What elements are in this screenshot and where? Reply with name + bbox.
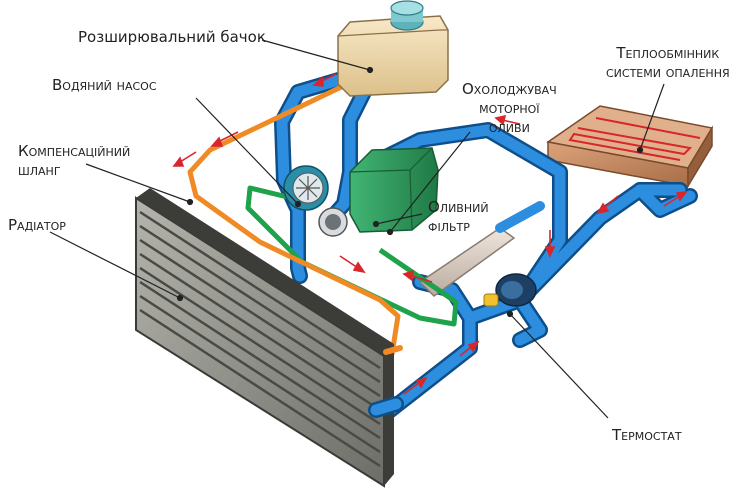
- label-expansion-tank: Розширювальний бачок: [78, 28, 266, 46]
- leader-water-pump: [195, 97, 299, 205]
- flow-arrow: [312, 73, 337, 87]
- pump-impeller: [318, 207, 348, 237]
- expansion-tank: [337, 0, 449, 97]
- leader-oil-filter: [375, 213, 423, 225]
- heater-core: [546, 105, 714, 189]
- label-heater-core: Теплообмінник системи опалення: [606, 44, 730, 81]
- flow-arrow: [339, 255, 366, 274]
- leader-compensation-hose: [85, 163, 191, 203]
- flow-arrow: [210, 131, 239, 147]
- flow-arrow: [596, 195, 619, 215]
- label-radiator: Радіатор: [8, 216, 66, 234]
- leader-radiator: [49, 231, 181, 299]
- radiator-connections: [368, 345, 404, 418]
- label-oil-cooler: Охолоджувач моторної оливи: [462, 80, 557, 136]
- oil-filter: [349, 147, 439, 233]
- compensation-hose: [187, 75, 401, 365]
- flow-arrow: [663, 191, 688, 207]
- leader-lines: [49, 39, 665, 419]
- label-water-pump: Водяний насос: [52, 76, 157, 94]
- leader-heater-core: [639, 83, 665, 151]
- label-compensation-hose: Компенсаційний шланг: [18, 142, 131, 179]
- leader-oil-cooler: [389, 131, 471, 233]
- oil-cooler-pipe: [418, 201, 545, 297]
- label-oil-filter: Оливний фільтр: [428, 198, 489, 235]
- flow-arrow: [544, 230, 556, 258]
- leader-thermostat: [509, 313, 609, 419]
- flow-arrow: [172, 151, 197, 167]
- radiator-fins: [139, 210, 381, 468]
- label-thermostat: Термостат: [612, 426, 682, 444]
- flow-arrow: [403, 376, 428, 395]
- flow-arrow: [402, 269, 433, 283]
- water-pump: [283, 165, 329, 211]
- thermostat: [483, 273, 537, 307]
- radiator: [135, 188, 394, 488]
- leader-expansion-tank: [261, 39, 371, 71]
- flow-arrow: [459, 340, 480, 357]
- flow-arrows: [172, 73, 688, 395]
- flow-arrow: [494, 114, 521, 126]
